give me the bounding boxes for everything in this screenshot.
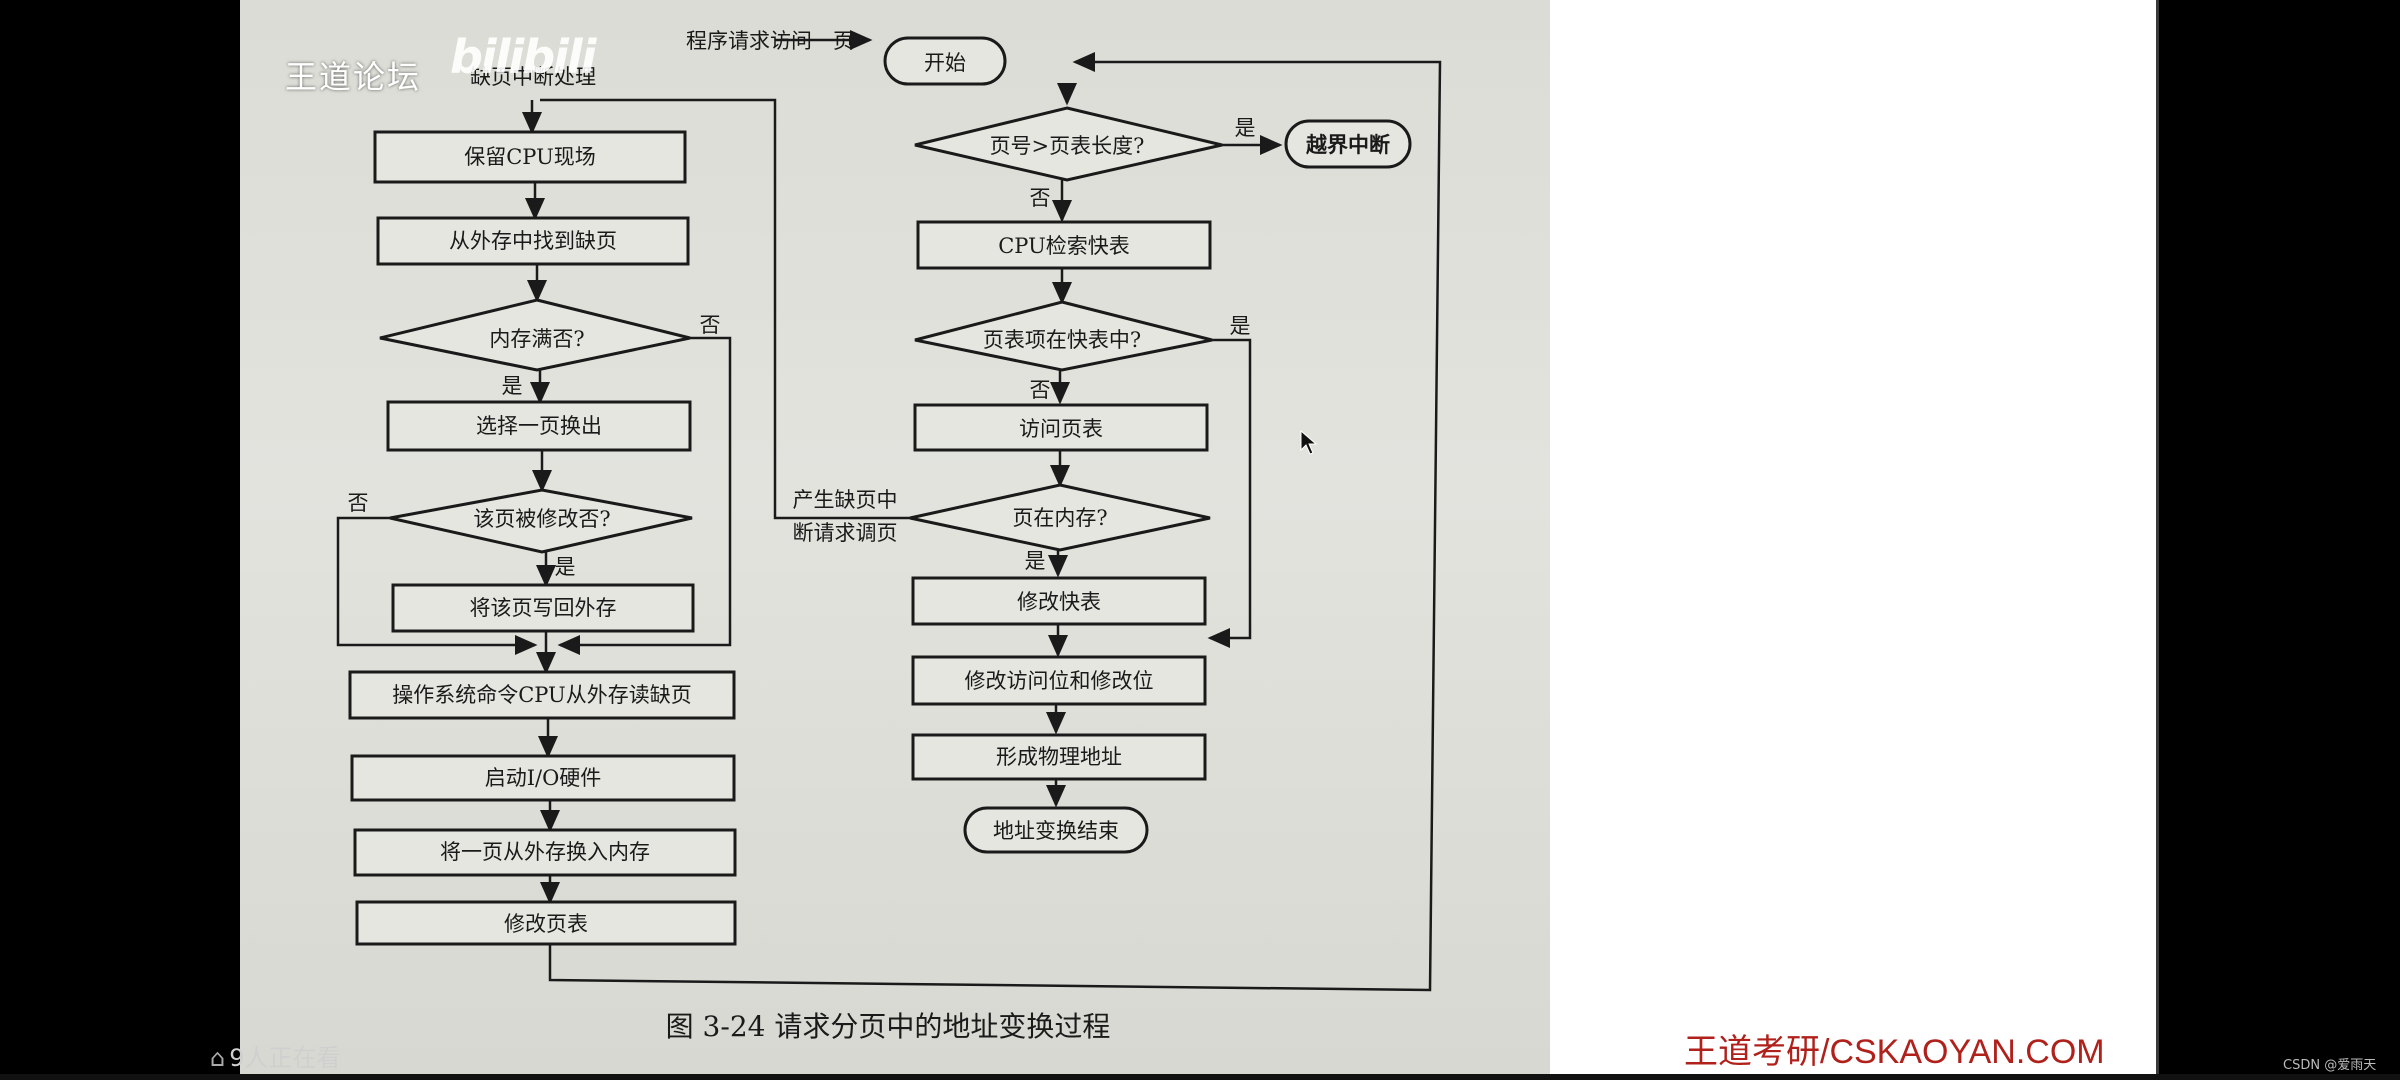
update-pt-node: 修改页表 (504, 912, 588, 936)
window-edge (2156, 0, 2159, 1080)
update-tlb-node: 修改快表 (1017, 590, 1101, 614)
bottom-bar (0, 1074, 2400, 1080)
figure-caption: 图 3-24 请求分页中的地址变换过程 (666, 1010, 1111, 1043)
start-node: 开始 (924, 51, 966, 75)
tlb-search-node: CPU检索快表 (998, 234, 1130, 258)
yes-label: 是 (502, 374, 523, 398)
cond-mem: 页在内存? (1012, 506, 1107, 530)
swap-in-node: 将一页从外存换入内存 (440, 840, 650, 864)
request-label: 程序请求访问一页 (686, 29, 854, 53)
mouse-cursor-icon (1300, 430, 1318, 455)
fault-handler-title: 缺页中断处理 (470, 65, 596, 89)
no-label: 否 (1030, 186, 1051, 210)
bilibili-logo: bilibili (450, 30, 596, 84)
phys-addr-node: 形成物理地址 (996, 745, 1122, 769)
viewers-icon: ⌂ (210, 1044, 226, 1072)
fault-label-1: 产生缺页中 (793, 488, 898, 512)
cond-modified: 该页被修改否? (473, 507, 610, 531)
choose-out-node: 选择一页换出 (476, 414, 602, 438)
yes-label: 是 (1025, 549, 1046, 573)
find-page-node: 从外存中找到缺页 (449, 229, 617, 253)
cond-full: 内存满否? (489, 327, 584, 351)
csdn-watermark: CSDN @爱雨天 (2283, 1058, 2377, 1073)
no-label: 否 (348, 491, 369, 515)
watermark-text: 王道论坛 (285, 58, 422, 96)
slide-blank-area (1550, 0, 2156, 1078)
fault-label-2: 断请求调页 (793, 521, 898, 545)
cond-tlb: 页表项在快表中? (983, 328, 1141, 352)
viewer-count: ⌂9人正在看 (210, 1038, 341, 1073)
yes-label: 是 (1230, 314, 1251, 338)
cond-length: 页号>页表长度? (990, 134, 1145, 158)
brand-footer: 王道考研/CSKAOYAN.COM (1684, 1033, 2105, 1071)
end-node: 地址变换结束 (993, 819, 1119, 843)
no-label: 否 (1030, 378, 1051, 402)
write-back-node: 将该页写回外存 (470, 596, 617, 620)
no-label: 否 (700, 313, 721, 337)
yes-label: 是 (1235, 116, 1256, 140)
yes-label: 是 (555, 555, 576, 579)
save-cpu-node: 保留CPU现场 (464, 145, 596, 169)
visit-pt-node: 访问页表 (1019, 417, 1103, 441)
os-read-node: 操作系统命令CPU从外存读缺页 (392, 683, 692, 707)
update-bits-node: 修改访问位和修改位 (965, 669, 1154, 693)
interrupt-node: 越界中断 (1305, 132, 1390, 157)
viewer-count-text: 9人正在看 (229, 1044, 341, 1072)
start-io-node: 启动I/O硬件 (485, 766, 602, 790)
